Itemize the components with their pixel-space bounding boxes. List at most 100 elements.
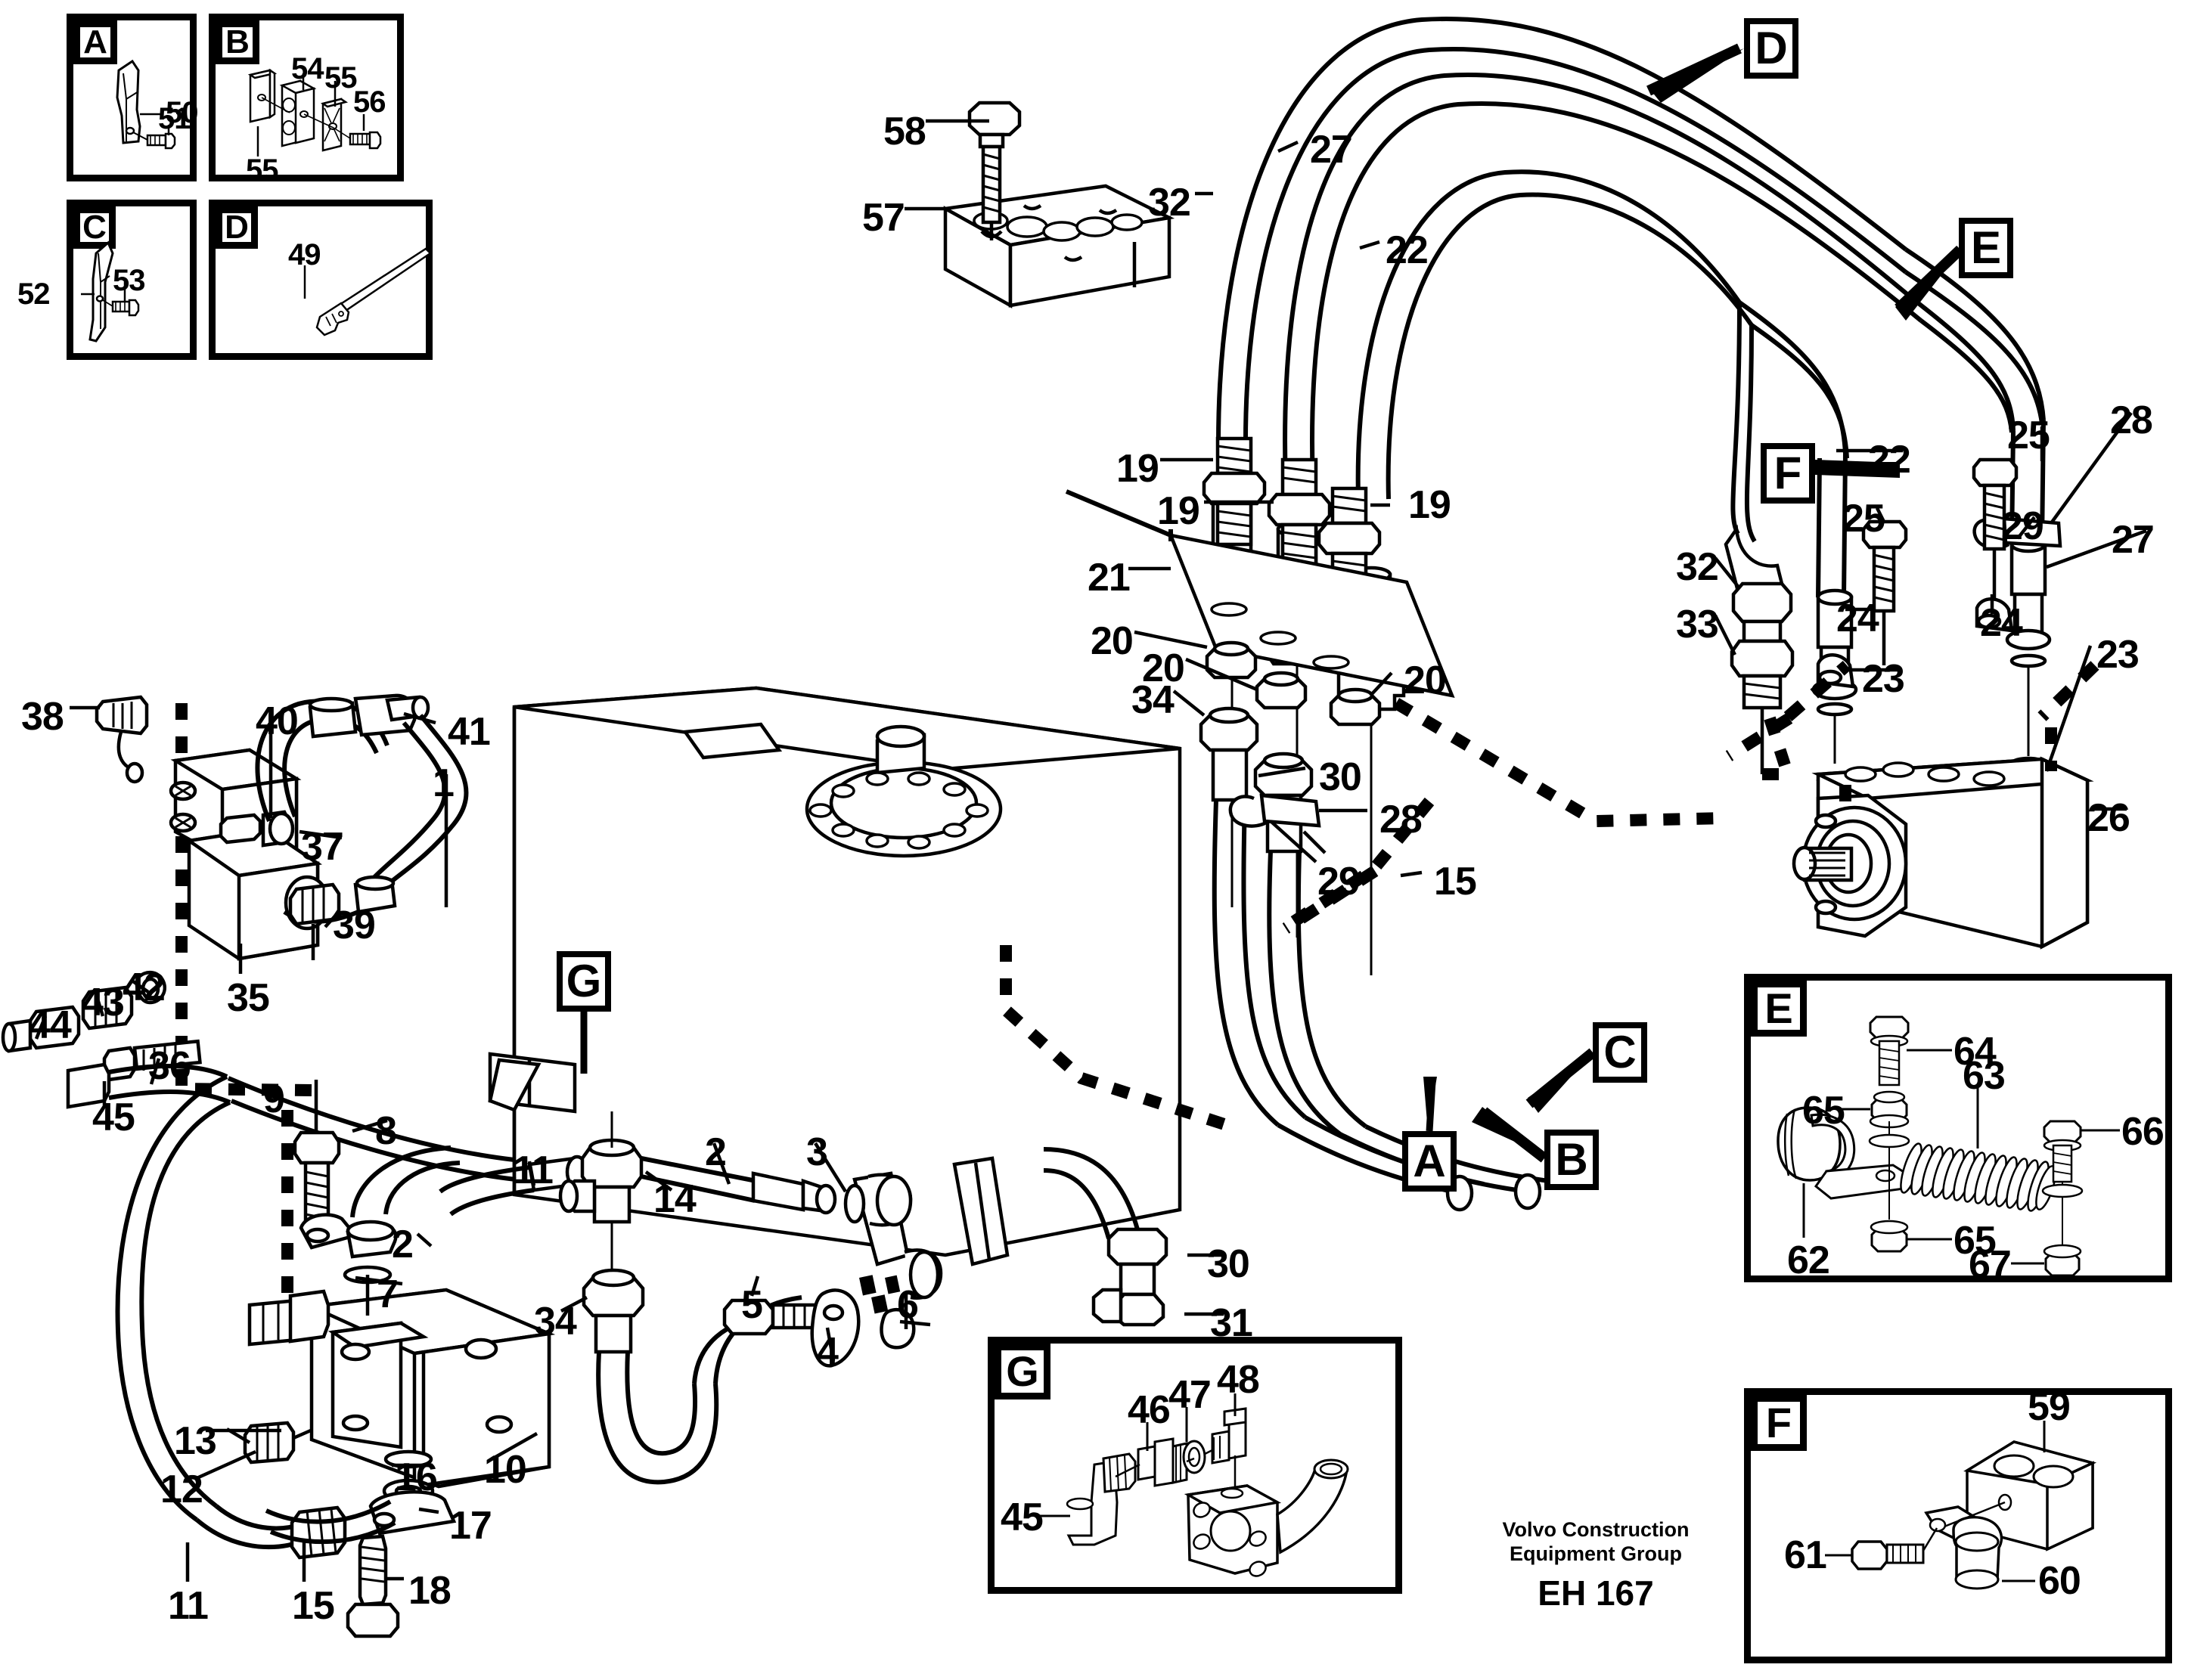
reference-box-E: E bbox=[1959, 218, 2013, 278]
callout-23: 23 bbox=[2096, 633, 2140, 677]
callout-21: 21 bbox=[1088, 556, 1131, 600]
panel-B-part-55b: 55 bbox=[246, 153, 278, 187]
reference-box-C: C bbox=[1593, 1022, 1647, 1083]
detail-panel-A-letter: A bbox=[83, 23, 107, 60]
detail-panel-G: G bbox=[988, 1337, 1402, 1594]
callout-15: 15 bbox=[1434, 860, 1477, 904]
callout-42: 42 bbox=[123, 966, 166, 1009]
callout-2: 2 bbox=[705, 1130, 727, 1174]
callout-37: 37 bbox=[301, 825, 344, 869]
footer-company-line1: Volvo Construction bbox=[1502, 1518, 1690, 1541]
callout-26: 26 bbox=[2087, 796, 2130, 840]
callout-28: 28 bbox=[2110, 398, 2153, 442]
callout-3: 3 bbox=[806, 1130, 828, 1174]
dashed-routing-2 bbox=[1282, 660, 2099, 934]
callout-19: 19 bbox=[1116, 447, 1159, 491]
callout-12: 12 bbox=[160, 1468, 203, 1511]
callout-44: 44 bbox=[29, 1003, 72, 1047]
panel-E-part-66: 66 bbox=[2121, 1110, 2165, 1154]
motor-assembly-26 bbox=[1724, 302, 2094, 950]
panel-B-part-55a: 55 bbox=[324, 61, 357, 95]
detail-panel-A-tag: A bbox=[73, 20, 117, 64]
callout-9: 9 bbox=[263, 1077, 285, 1121]
manifold-57 bbox=[940, 101, 1175, 308]
panel-A-part-50: 50 bbox=[166, 96, 198, 129]
reference-box-B: B bbox=[1544, 1130, 1599, 1190]
panel-D-part-49: 49 bbox=[288, 238, 321, 271]
callout-19: 19 bbox=[1157, 489, 1200, 533]
callout-7: 7 bbox=[377, 1272, 399, 1316]
callout-33: 33 bbox=[1676, 603, 1719, 646]
detail-panel-B-letter: B bbox=[225, 23, 250, 60]
callout-28: 28 bbox=[1379, 798, 1423, 842]
callout-15: 15 bbox=[292, 1584, 335, 1628]
callout-30: 30 bbox=[1319, 755, 1362, 799]
detail-panel-D: D 49 bbox=[209, 200, 433, 360]
callout-10: 10 bbox=[484, 1448, 527, 1492]
callout-43: 43 bbox=[82, 981, 125, 1024]
callout-30: 30 bbox=[1207, 1242, 1250, 1286]
panel-E-part-62: 62 bbox=[1787, 1238, 1830, 1282]
callout-1: 1 bbox=[433, 761, 455, 805]
detail-panel-D-letter: D bbox=[225, 209, 249, 246]
callout-20: 20 bbox=[1404, 659, 1447, 702]
detail-panel-E-tag: E bbox=[1751, 981, 1807, 1037]
panel-E-part-67: 67 bbox=[1969, 1243, 2012, 1287]
callout-45: 45 bbox=[92, 1096, 135, 1139]
panel-G-part-48: 48 bbox=[1217, 1358, 1260, 1402]
reference-box-G: G bbox=[557, 951, 611, 1012]
detail-panel-F: F 59 61 bbox=[1744, 1385, 2172, 1663]
hydraulic-tank bbox=[488, 686, 1182, 1266]
callout-25: 25 bbox=[1842, 497, 1885, 541]
panel-C-part-52: 52 bbox=[17, 277, 50, 311]
detail-panel-G-tag: G bbox=[995, 1344, 1050, 1399]
callout-27: 27 bbox=[2112, 518, 2155, 562]
callout-2: 2 bbox=[392, 1223, 414, 1266]
panel-B-part-54: 54 bbox=[291, 52, 324, 85]
panel-B-part-56: 56 bbox=[353, 85, 386, 119]
callout-17: 17 bbox=[449, 1504, 492, 1548]
callout-11: 11 bbox=[513, 1148, 554, 1192]
detail-panel-B: B bbox=[209, 14, 404, 185]
panel-E-part-63: 63 bbox=[1963, 1054, 2006, 1098]
callout-11: 11 bbox=[168, 1584, 209, 1628]
callout-20: 20 bbox=[1091, 619, 1134, 663]
footer-company-line2: Equipment Group bbox=[1510, 1542, 1682, 1565]
callout-8: 8 bbox=[375, 1109, 397, 1153]
callout-29: 29 bbox=[1317, 860, 1361, 904]
panel-E-part-64: 64 bbox=[1953, 1030, 1997, 1074]
callout-31: 31 bbox=[1210, 1301, 1253, 1345]
callout-22: 22 bbox=[1386, 228, 1429, 272]
callout-35: 35 bbox=[227, 976, 270, 1020]
dashed-routing bbox=[175, 698, 2057, 1331]
panel-F-part-60: 60 bbox=[2038, 1559, 2081, 1603]
callout-16: 16 bbox=[395, 1455, 438, 1499]
callout-36: 36 bbox=[148, 1044, 191, 1088]
callout-19: 19 bbox=[1408, 483, 1451, 527]
reference-box-G-letter: G bbox=[566, 956, 602, 1006]
panel-E-part-65b: 65 bbox=[1953, 1219, 1997, 1263]
panel-F-part-59: 59 bbox=[2028, 1385, 2071, 1429]
panel-F-part-61: 61 bbox=[1784, 1533, 1827, 1577]
callout-18: 18 bbox=[408, 1569, 452, 1613]
callout-29: 29 bbox=[2001, 504, 2044, 548]
reference-box-A-letter: A bbox=[1413, 1136, 1446, 1186]
callout-23: 23 bbox=[1862, 657, 1905, 701]
callout-14: 14 bbox=[653, 1177, 697, 1221]
center-hose-assembly bbox=[439, 1111, 943, 1485]
reference-box-D: D bbox=[1744, 18, 1798, 79]
fitting-column bbox=[1065, 436, 1455, 1136]
callout-32: 32 bbox=[1148, 181, 1191, 225]
callout-34: 34 bbox=[534, 1300, 577, 1344]
callout-57: 57 bbox=[862, 196, 905, 240]
callout-24: 24 bbox=[1836, 597, 1879, 640]
reference-box-F-letter: F bbox=[1774, 448, 1802, 498]
callout-58: 58 bbox=[883, 110, 926, 153]
reference-box-F: F bbox=[1761, 443, 1815, 504]
callout-32: 32 bbox=[1676, 545, 1719, 589]
panel-E-part-65a: 65 bbox=[1802, 1089, 1845, 1133]
box-pointer-triangles bbox=[1423, 48, 1959, 1155]
reference-box-A: A bbox=[1402, 1131, 1457, 1192]
